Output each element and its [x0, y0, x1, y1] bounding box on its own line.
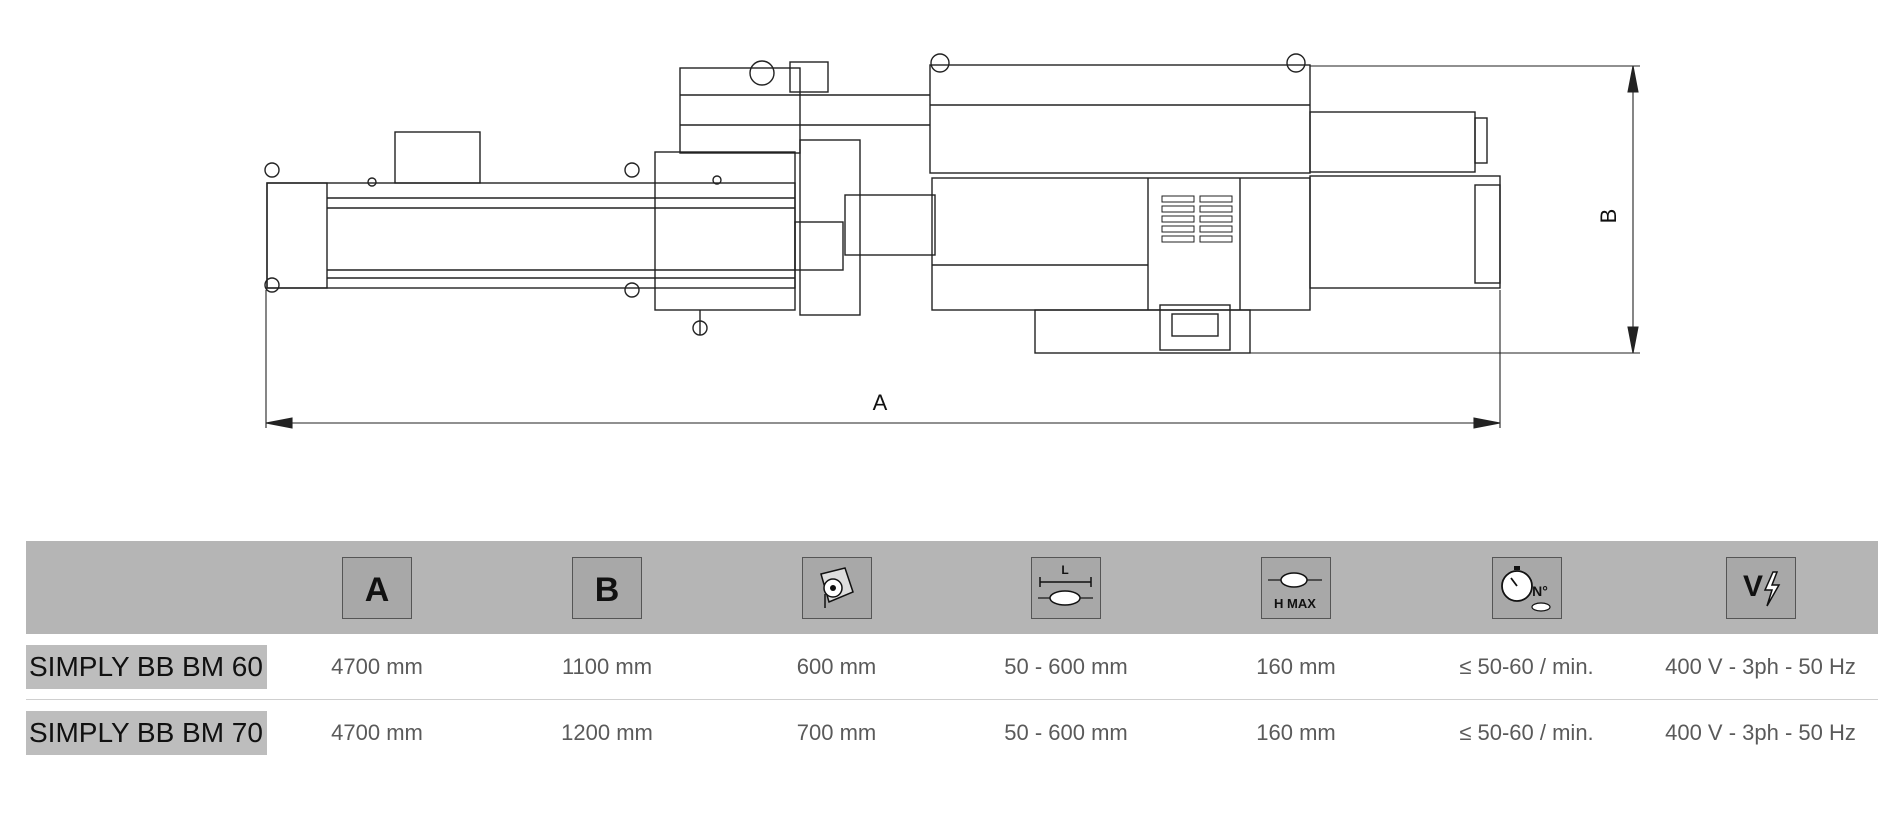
infeed-conveyor	[266, 182, 796, 289]
control-panel	[1159, 304, 1231, 351]
sealing-tunnel	[929, 64, 1311, 174]
machine-top-view-drawing: A B	[264, 53, 1640, 429]
header-power-supply: V	[1643, 541, 1878, 634]
dimension-a-value: 4700 mm	[331, 719, 423, 745]
product-height-value: 160 mm	[1182, 634, 1410, 700]
model-name: SIMPLY BB BM 70	[26, 710, 267, 755]
dimension-a-value: 4700 mm	[263, 634, 491, 700]
outfeed-conveyor	[1309, 111, 1476, 173]
power-supply-value: 400 V - 3ph - 50 Hz	[1643, 634, 1878, 700]
voltage-icon: V	[1725, 556, 1796, 619]
model-name: SIMPLY BB BM 60	[26, 644, 267, 689]
product-height-value: 160 mm	[1256, 719, 1336, 745]
svg-text:H MAX: H MAX	[1274, 596, 1316, 611]
stopwatch-speed-icon: N°	[1491, 556, 1562, 619]
svg-text:V: V	[1742, 570, 1762, 603]
model-cell: SIMPLY BB BM 60	[26, 634, 267, 700]
speed-value: ≤ 50-60 / min.	[1459, 719, 1594, 745]
header-product-height: H MAX	[1182, 541, 1410, 634]
model-cell: SIMPLY BB BM 70	[26, 700, 267, 766]
film-reel-unit	[679, 67, 801, 154]
header-speed: N°	[1410, 541, 1643, 634]
film-width-value: 600 mm	[723, 634, 950, 700]
header-dimension-a: A	[263, 541, 491, 634]
film-reel-icon	[801, 556, 872, 619]
specifications-table: A B L	[26, 541, 1878, 765]
product-height-icon: H MAX	[1261, 556, 1331, 619]
sealing-body	[931, 177, 1311, 311]
dimension-b-value: 1100 mm	[491, 634, 723, 700]
header-dimension-b: B	[491, 541, 723, 634]
dimension-b-label: B	[1596, 209, 1621, 224]
dimension-a-label: A	[873, 390, 888, 415]
svg-text:N°: N°	[1532, 583, 1548, 599]
dimension-b-value: 1200 mm	[561, 719, 653, 745]
table-row: SIMPLY BB BM 60 4700 mm 1100 mm 600 mm 5…	[26, 634, 1878, 700]
product-length-icon: L	[1031, 556, 1101, 619]
table-header-row: A B L	[26, 541, 1878, 634]
power-supply-value: 400 V - 3ph - 50 Hz	[1665, 719, 1856, 745]
speed-value: ≤ 50-60 / min.	[1410, 634, 1643, 700]
film-width-value: 700 mm	[796, 719, 877, 745]
product-length-value: 50 - 600 mm	[950, 634, 1182, 700]
dimension-b-icon: B	[572, 556, 642, 619]
header-product-length: L	[950, 541, 1182, 634]
svg-text:L: L	[1061, 563, 1068, 577]
product-length-value: 50 - 600 mm	[1004, 719, 1128, 745]
dimension-a-icon: A	[342, 556, 412, 619]
header-model-blank	[26, 541, 263, 634]
table-row: SIMPLY BB BM 70 4700 mm 1200 mm 700 mm 5…	[26, 700, 1878, 766]
header-film-width	[723, 541, 950, 634]
